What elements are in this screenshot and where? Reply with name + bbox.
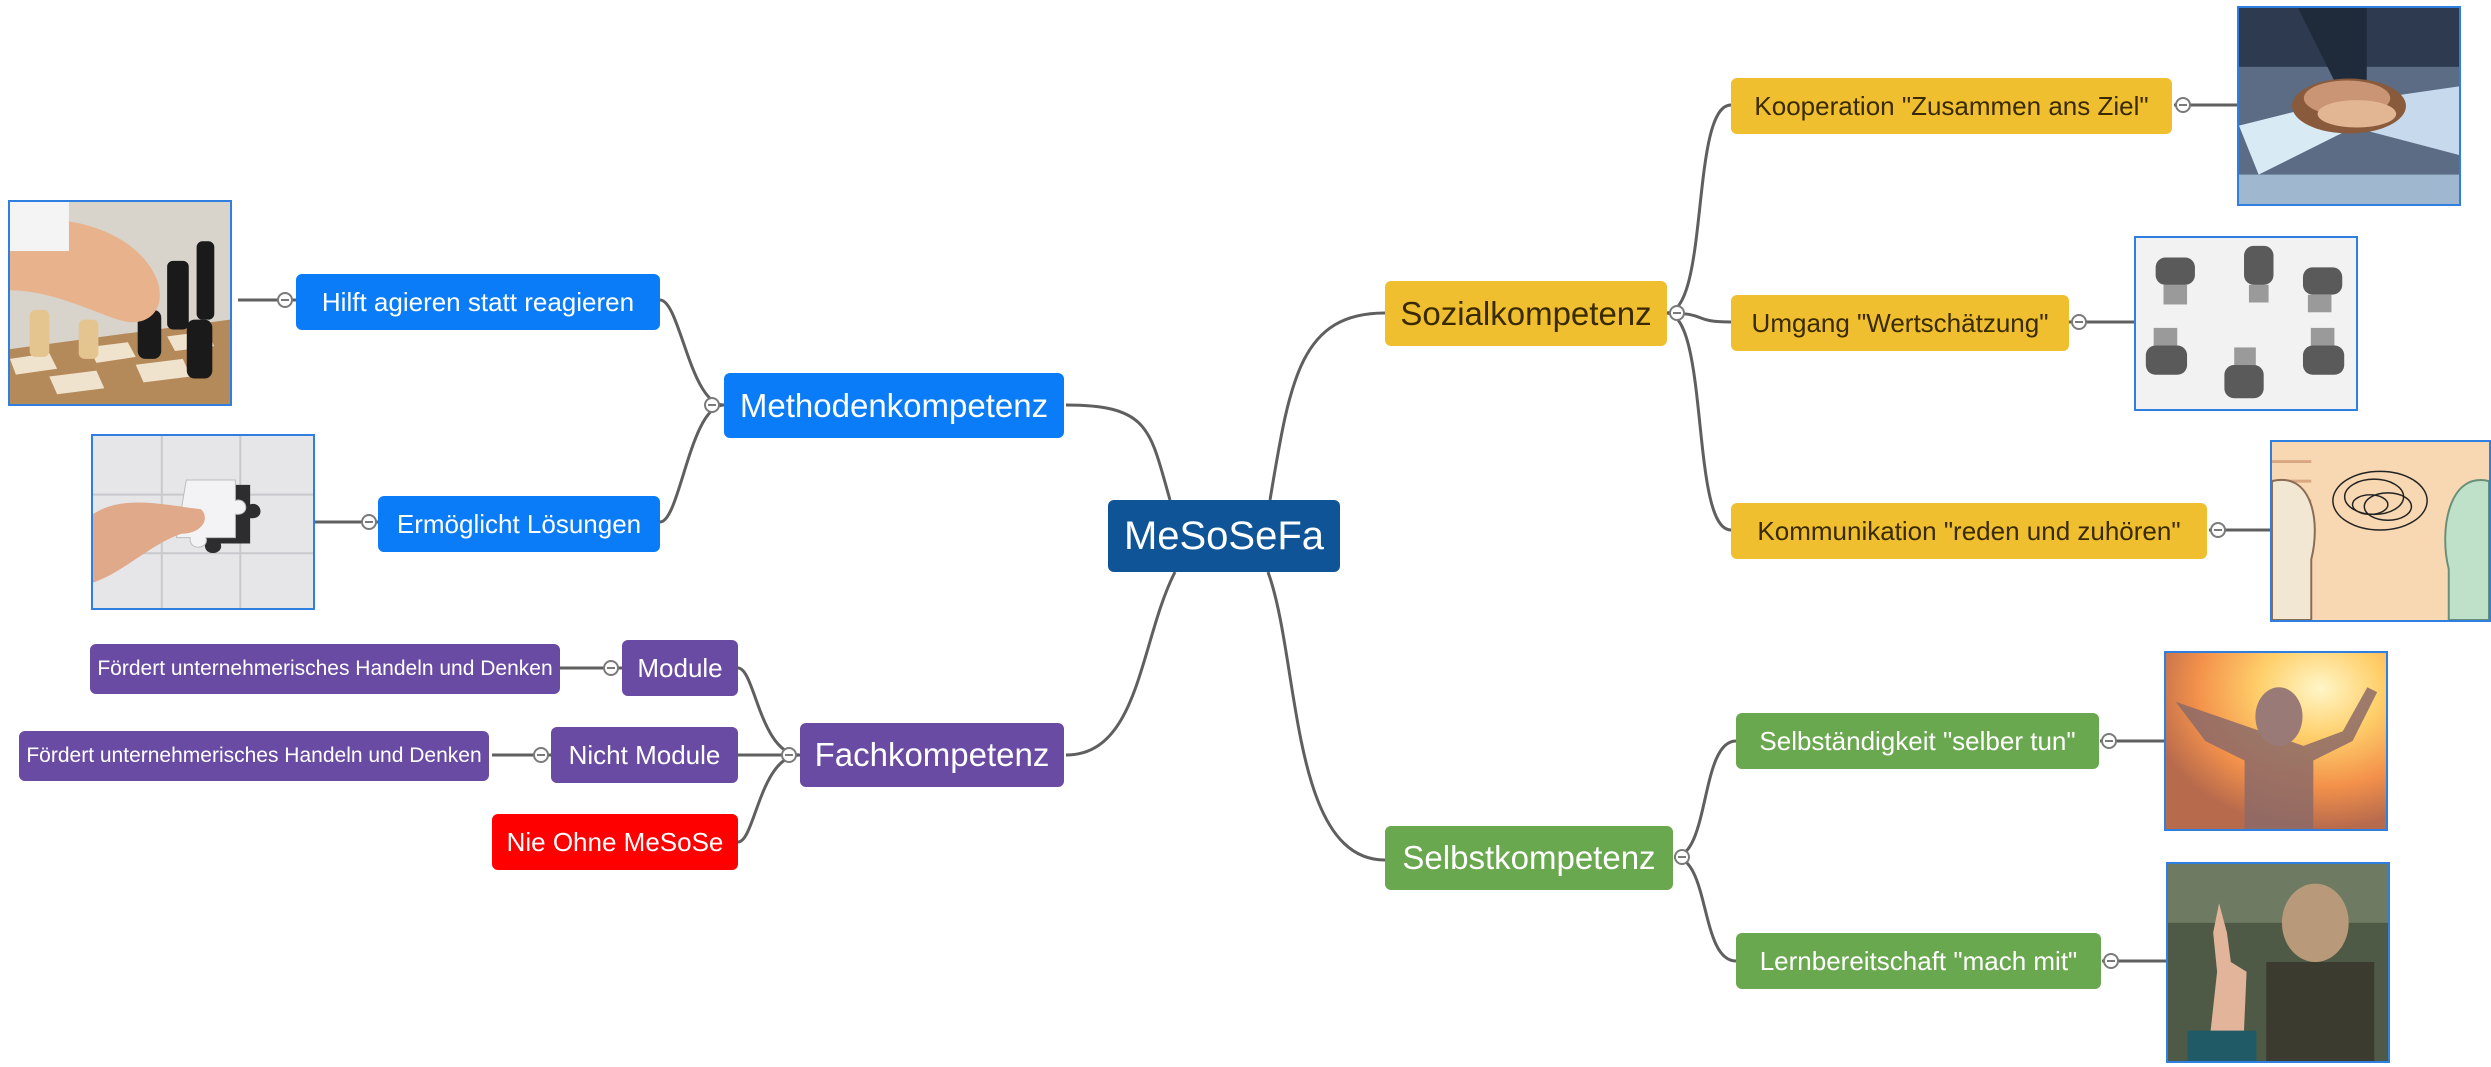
collapse-fachkompetenz[interactable] (781, 747, 797, 763)
collapse-kooperation[interactable] (2175, 97, 2191, 113)
topic-module[interactable]: Module (622, 640, 738, 696)
collapse-lernbereitschaft[interactable] (2103, 953, 2119, 969)
topic-fachkompetenz[interactable]: Fachkompetenz (800, 723, 1064, 787)
topic-hilft-agieren[interactable]: Hilft agieren statt reagieren (296, 274, 660, 330)
collapse-ermoeglicht-loesungen[interactable] (361, 514, 377, 530)
note-nicht-module-label: Fördert unternehmerisches Handeln und De… (26, 744, 482, 767)
topic-nie-ohne-mesose[interactable]: Nie Ohne MeSoSe (492, 814, 738, 870)
note-module-label: Fördert unternehmerisches Handeln und De… (97, 657, 553, 680)
topic-ermoeglicht-loesungen[interactable]: Ermöglicht Lösungen (378, 496, 660, 552)
raised-hand-image (2166, 862, 2390, 1063)
note-nicht-module[interactable]: Fördert unternehmerisches Handeln und De… (19, 731, 489, 781)
topic-kommunikation[interactable]: Kommunikation "reden und zuhören" (1731, 503, 2207, 559)
topic-module-label: Module (637, 652, 723, 683)
collapse-nicht-module[interactable] (533, 747, 549, 763)
topic-hilft-agieren-label: Hilft agieren statt reagieren (321, 286, 635, 317)
collapse-hilft-agieren[interactable] (277, 292, 293, 308)
topic-umgang-label: Umgang "Wertschätzung" (1751, 307, 2049, 338)
collapse-module[interactable] (603, 660, 619, 676)
root-topic-label: MeSoSeFa (1123, 513, 1325, 558)
thumbs-image (2134, 236, 2358, 411)
topic-nicht-module-label: Nicht Module (568, 739, 721, 770)
topic-selbstaendigkeit[interactable]: Selbständigkeit "selber tun" (1736, 713, 2099, 769)
topic-sozialkompetenz[interactable]: Sozialkompetenz (1385, 281, 1667, 346)
topic-selbstaendigkeit-label: Selbständigkeit "selber tun" (1759, 725, 2076, 756)
topic-umgang[interactable]: Umgang "Wertschätzung" (1731, 295, 2069, 351)
topic-fachkompetenz-label: Fachkompetenz (814, 736, 1050, 773)
topic-lernbereitschaft[interactable]: Lernbereitschaft "mach mit" (1736, 933, 2101, 989)
chess-image (8, 200, 232, 406)
topic-kooperation-label: Kooperation "Zusammen ans Ziel" (1754, 90, 2149, 121)
topic-selbstkompetenz-label: Selbstkompetenz (1402, 839, 1656, 876)
topic-lernbereitschaft-label: Lernbereitschaft "mach mit" (1759, 945, 2078, 976)
topic-selbstkompetenz[interactable]: Selbstkompetenz (1385, 826, 1673, 890)
collapse-umgang[interactable] (2071, 314, 2087, 330)
collapse-sozialkompetenz[interactable] (1669, 305, 1685, 321)
topic-nie-ohne-mesose-label: Nie Ohne MeSoSe (506, 826, 724, 857)
note-module[interactable]: Fördert unternehmerisches Handeln und De… (90, 644, 560, 694)
teamwork-hands-image (2237, 6, 2461, 206)
topic-ermoeglicht-loesungen-label: Ermöglicht Lösungen (396, 508, 642, 539)
topic-sozialkompetenz-label: Sozialkompetenz (1400, 294, 1652, 332)
collapse-selbstkompetenz[interactable] (1674, 849, 1690, 865)
topic-kommunikation-label: Kommunikation "reden und zuhören" (1757, 515, 2181, 546)
root-topic[interactable]: MeSoSeFa (1108, 500, 1340, 572)
collapse-selbstaendigkeit[interactable] (2101, 733, 2117, 749)
collapse-kommunikation[interactable] (2210, 522, 2226, 538)
communication-image (2270, 440, 2491, 622)
collapse-methodenkompetenz[interactable] (704, 397, 720, 413)
sunlight-person-image (2164, 651, 2388, 831)
topic-methodenkompetenz-label: Methodenkompetenz (739, 386, 1049, 424)
topic-nicht-module[interactable]: Nicht Module (551, 727, 738, 783)
puzzle-image (91, 434, 315, 610)
topic-methodenkompetenz[interactable]: Methodenkompetenz (724, 373, 1064, 438)
topic-kooperation[interactable]: Kooperation "Zusammen ans Ziel" (1731, 78, 2172, 134)
